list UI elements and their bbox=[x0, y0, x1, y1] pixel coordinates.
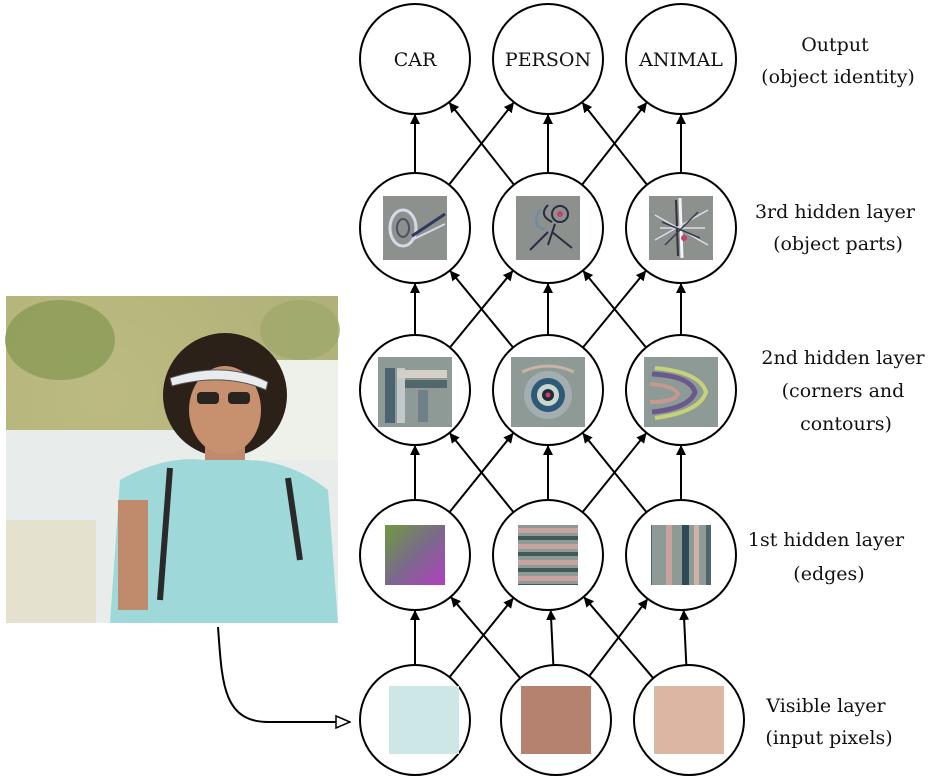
layer-label-line: contours) bbox=[800, 413, 892, 435]
layer-label-visible: Visible layer (input pixels) bbox=[765, 695, 892, 749]
layer-label-line: (object parts) bbox=[773, 233, 903, 255]
node-hidden2-3 bbox=[625, 334, 737, 446]
node-hidden3-2 bbox=[492, 172, 604, 284]
node-person-label: PERSON bbox=[505, 49, 591, 71]
layer-label-line: (object identity) bbox=[761, 66, 915, 88]
layer-label-hidden3: 3rd hidden layer (object parts) bbox=[755, 201, 921, 255]
edge-arrow bbox=[582, 432, 648, 513]
input-pixel-swatch bbox=[389, 686, 459, 754]
input-photo bbox=[5, 296, 340, 623]
edge-arrow bbox=[448, 102, 515, 186]
input-pixel-swatch bbox=[521, 686, 591, 754]
node-visible-3 bbox=[633, 664, 745, 776]
node-animal: ANIMAL bbox=[625, 3, 737, 115]
layer-label-output: Output (object identity) bbox=[761, 34, 915, 88]
input-pixel-swatch bbox=[654, 686, 724, 754]
node-car: CAR bbox=[359, 3, 471, 115]
green-purple-edge-filter-icon bbox=[385, 525, 445, 585]
node-hidden3-3 bbox=[625, 172, 737, 284]
node-hidden1-3 bbox=[625, 499, 737, 611]
edge-arrow bbox=[450, 596, 522, 679]
node-animal-label: ANIMAL bbox=[638, 49, 723, 71]
node-hidden2-2 bbox=[492, 334, 604, 446]
node-hidden1-2 bbox=[492, 499, 604, 611]
wheel-filter-icon bbox=[383, 196, 447, 260]
edge-arrow bbox=[546, 609, 557, 666]
edge-arrow bbox=[449, 432, 515, 513]
edge-arrow bbox=[583, 596, 655, 679]
node-visible-2 bbox=[500, 664, 612, 776]
layer-label-line: 2nd hidden layer bbox=[761, 347, 925, 369]
ring-filter-icon bbox=[511, 357, 585, 427]
vertical-stripes-filter-icon bbox=[651, 525, 711, 585]
layer-label-line: 3rd hidden layer bbox=[755, 201, 916, 223]
layer-label-line: Output bbox=[801, 34, 869, 56]
node-hidden1-1 bbox=[359, 499, 471, 611]
edge-arrow bbox=[448, 597, 514, 678]
layer-label-line: Visible layer bbox=[765, 695, 886, 717]
node-hidden2-1 bbox=[359, 334, 471, 446]
layer-label-line: (corners and bbox=[782, 380, 905, 402]
node-person: PERSON bbox=[492, 3, 604, 115]
node-visible-1 bbox=[359, 664, 471, 776]
edge-arrow bbox=[582, 270, 647, 349]
edge-arrow bbox=[449, 270, 514, 349]
node-car-label: CAR bbox=[394, 49, 437, 71]
node-hidden3-1 bbox=[359, 172, 471, 284]
edge-arrow bbox=[679, 609, 690, 666]
network-edges bbox=[410, 102, 690, 679]
horizontal-stripes-filter-icon bbox=[518, 525, 578, 585]
fur-filter-icon bbox=[649, 196, 713, 260]
layer-label-line: (edges) bbox=[793, 563, 864, 585]
human-figure-filter-icon bbox=[516, 196, 580, 260]
layer-label-hidden1: 1st hidden layer (edges) bbox=[748, 529, 910, 585]
layer-label-hidden2: 2nd hidden layer (corners and contours) bbox=[761, 347, 930, 435]
layer-label-line: 1st hidden layer bbox=[748, 529, 905, 551]
edge-arrow bbox=[581, 102, 648, 186]
curve-filter-icon bbox=[644, 357, 718, 427]
corner-filter-icon bbox=[378, 357, 452, 427]
layer-label-line: (input pixels) bbox=[765, 727, 892, 749]
input-pointer-arrow bbox=[217, 626, 350, 722]
